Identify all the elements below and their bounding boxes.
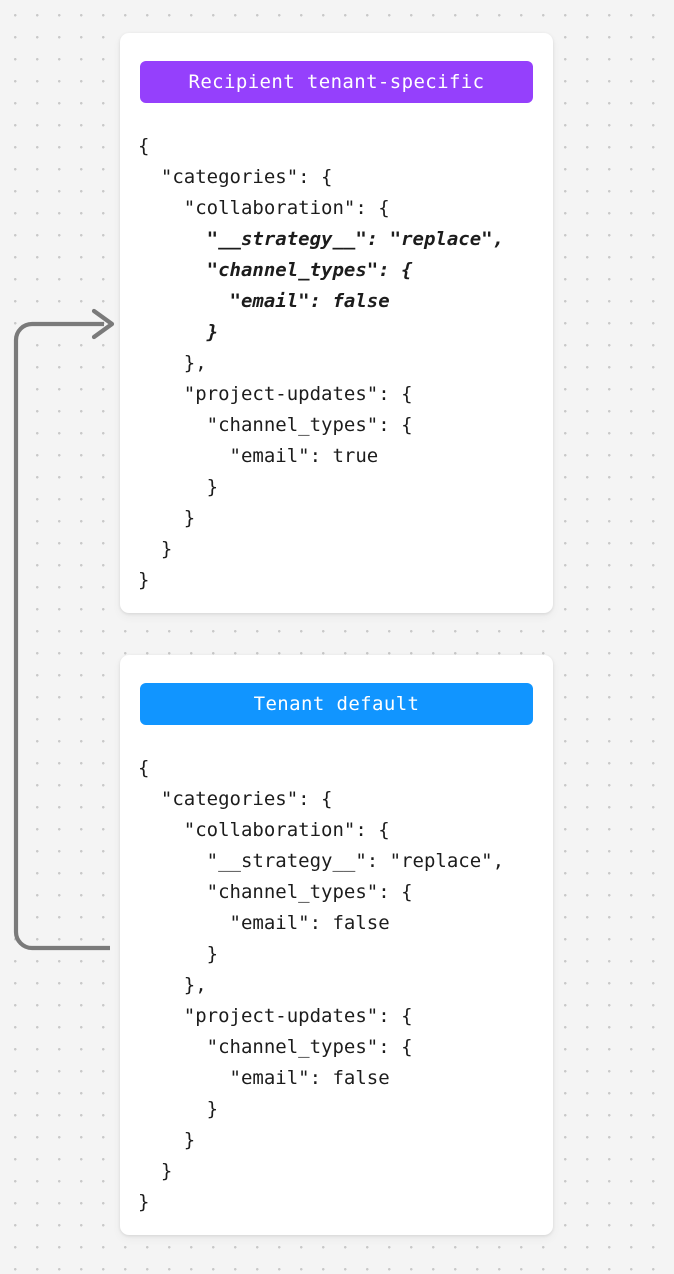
code-line: "__strategy__": "replace", [138,228,505,250]
code-line: } [138,1098,219,1120]
code-line: } [138,476,219,498]
code-block-tenant-default: { "categories": { "collaboration": { "__… [138,753,541,1218]
code-line: }, [138,352,207,374]
code-line: } [138,1191,150,1213]
card-tenant-default: Tenant default { "categories": { "collab… [120,655,553,1235]
code-line: { [138,135,150,157]
code-line: } [138,507,196,529]
code-line: } [138,943,219,965]
card-header-recipient-tenant-specific: Recipient tenant-specific [140,61,533,103]
code-line: } [138,321,219,343]
code-line: } [138,538,173,560]
card-recipient-tenant-specific: Recipient tenant-specific { "categories"… [120,33,553,613]
merge-arrow-path [13,321,110,951]
merge-arrow-head [91,308,115,340]
code-line: "channel_types": { [138,881,413,903]
code-line: "collaboration": { [138,197,390,219]
code-block-recipient-tenant-specific: { "categories": { "collaboration": { "__… [138,131,541,596]
code-line: "project-updates": { [138,1005,413,1027]
code-line: "categories": { [138,166,333,188]
code-line: "collaboration": { [138,819,390,841]
code-line: "__strategy__": "replace", [138,850,505,872]
code-line: "categories": { [138,788,333,810]
code-line: } [138,1160,173,1182]
code-line: "channel_types": { [138,259,413,281]
code-line: }, [138,974,207,996]
card-header-tenant-default: Tenant default [140,683,533,725]
code-line: "email": false [138,290,390,312]
code-line: "email": true [138,445,379,467]
code-line: "channel_types": { [138,1036,413,1058]
code-line: "project-updates": { [138,383,413,405]
code-line: } [138,569,150,591]
code-line: { [138,757,150,779]
code-line: "email": false [138,1067,390,1089]
code-line: "email": false [138,912,390,934]
code-line: } [138,1129,196,1151]
code-line: "channel_types": { [138,414,413,436]
